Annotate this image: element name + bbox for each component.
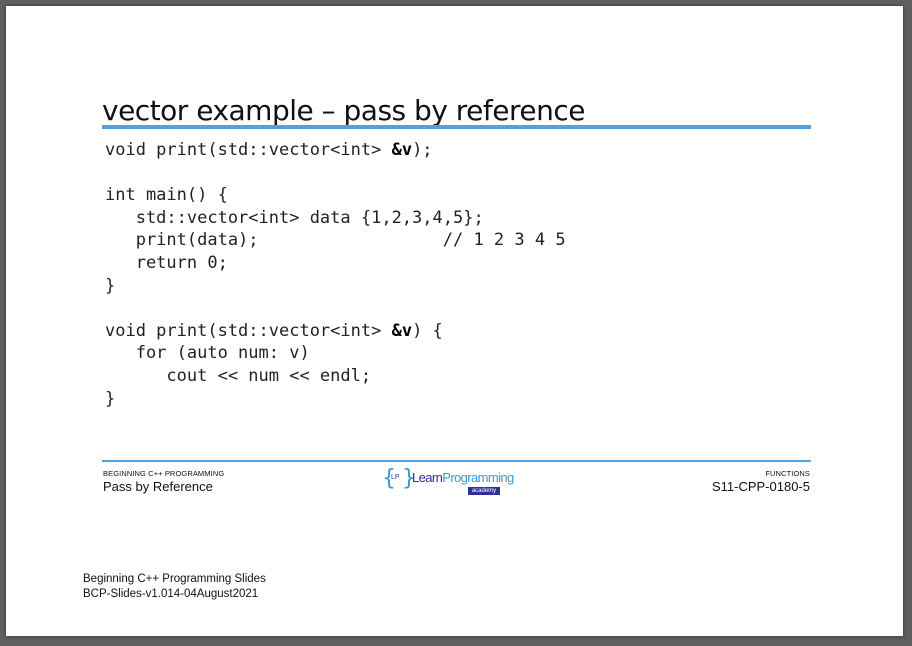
code-text: void print(std::vector<int> (105, 320, 392, 341)
logo-wordmark: LearnProgramming (412, 470, 514, 485)
code-line: void print(std::vector<int> &v) { (105, 320, 566, 343)
code-line: for (auto num: v) (105, 342, 566, 365)
slide-page: vector example – pass by reference void … (6, 6, 903, 636)
code-line: } (105, 275, 566, 298)
learnprogramming-logo: { LP } LearnProgramming academy (382, 465, 514, 497)
footer-section-name: FUNCTIONS (765, 469, 810, 478)
slide-title: vector example – pass by reference (102, 94, 585, 127)
title-divider (102, 125, 811, 129)
code-text-tail: ); (412, 140, 433, 160)
code-param-highlight: &v (391, 140, 413, 160)
footer-course-title: BEGINNING C++ PROGRAMMING (103, 469, 225, 478)
footer-divider (102, 460, 811, 462)
document-title: Beginning C++ Programming Slides (83, 573, 266, 585)
code-line: print(data); // 1 2 3 4 5 (105, 229, 566, 252)
logo-brace-close: } (402, 466, 416, 491)
code-text: print(data); // 1 2 3 4 5 (105, 230, 566, 251)
footer-slide-id: S11-CPP-0180-5 (711, 479, 810, 494)
code-text: return 0; (105, 252, 228, 273)
code-text: cout << num << endl; (105, 365, 372, 386)
code-text: int main() { (105, 185, 228, 206)
code-line: return 0; (105, 252, 566, 275)
logo-word-programming: Programming (442, 470, 514, 485)
code-line: cout << num << endl; (105, 365, 566, 388)
code-line: } (105, 388, 566, 411)
footer-lecture-title: Pass by Reference (103, 479, 213, 494)
code-line: std::vector<int> data {1,2,3,4,5}; (105, 207, 566, 230)
code-param-highlight: &v (391, 320, 413, 341)
logo-word-learn: Learn (412, 470, 443, 485)
code-text: } (105, 275, 116, 296)
document-version: BCP-Slides-v1.014-04August2021 (83, 588, 259, 600)
code-line: void print(std::vector<int> &v); (105, 139, 566, 162)
code-block: void print(std::vector<int> &v);int main… (105, 139, 566, 410)
code-text: for (auto num: v) (105, 343, 310, 364)
footer-section: FUNCTIONS S11-CPP-0180-5 (712, 469, 810, 495)
code-line: int main() { (105, 184, 566, 207)
code-text: } (105, 388, 116, 409)
code-text-tail: ) { (412, 320, 443, 341)
code-line (105, 162, 566, 185)
document-info: Beginning C++ Programming Slides BCP-Sli… (83, 572, 266, 602)
code-text: void print(std::vector<int> (105, 140, 392, 160)
code-line (105, 297, 566, 320)
logo-academy-tag: academy (468, 487, 500, 495)
logo-initials: LP (391, 474, 400, 481)
code-text: std::vector<int> data {1,2,3,4,5}; (105, 207, 484, 228)
footer-course: BEGINNING C++ PROGRAMMING Pass by Refere… (103, 469, 224, 495)
logo-brace-open: { (382, 466, 396, 491)
